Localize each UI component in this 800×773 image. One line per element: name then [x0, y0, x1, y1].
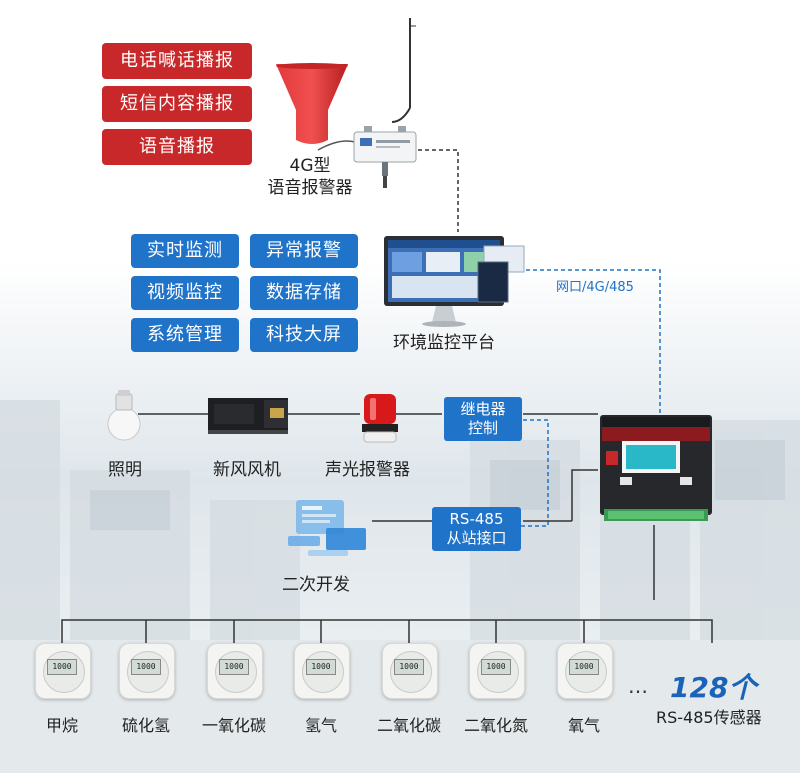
sensor-display: 1000 — [569, 659, 599, 675]
sensor-oxygen-icon: 1000 — [557, 643, 613, 699]
factory-background — [0, 400, 800, 773]
relay-line1: 继电器 — [460, 400, 506, 418]
sensor-display: 1000 — [219, 659, 249, 675]
feature-data-storage: 数据存储 — [250, 276, 358, 310]
sensor-display: 1000 — [306, 659, 336, 675]
sensor-display: 1000 — [481, 659, 511, 675]
feature-realtime-monitoring: 实时监测 — [131, 234, 239, 268]
sensor-carbon-dioxide-icon: 1000 — [382, 643, 438, 699]
ventilation-fan-icon — [208, 398, 288, 434]
sensor-label-methane: 甲烷 — [45, 716, 78, 735]
feature-alarm: 异常报警 — [250, 234, 358, 268]
device-label-lighting: 照明 — [108, 460, 142, 480]
feature-big-screen: 科技大屏 — [250, 318, 358, 352]
rs485-line2: 从站接口 — [446, 529, 507, 547]
alarm-device-label: 语音报警器 — [267, 178, 353, 198]
sensor-label-nitrogen-dioxide: 二氧化氮 — [463, 716, 528, 735]
voice-alarm-device-icon — [353, 126, 417, 188]
device-label-fan: 新风风机 — [213, 460, 281, 480]
light-bulb-icon — [107, 390, 141, 441]
feature-system-management: 系统管理 — [131, 318, 239, 352]
sensor-display: 1000 — [131, 659, 161, 675]
more-ellipsis: … — [628, 674, 651, 698]
strobe-alarm-icon — [362, 394, 398, 443]
sensor-carbon-monoxide-icon: 1000 — [207, 643, 263, 699]
sensor-count: 128个 — [670, 671, 757, 704]
broadcast-item-sms: 短信内容播报 — [102, 86, 252, 122]
secondary-development-label: 二次开发 — [282, 575, 350, 595]
alarm-device-type: 4G型 — [289, 156, 331, 176]
sensor-nitrogen-dioxide-icon: 1000 — [469, 643, 525, 699]
sensor-type-label: RS-485传感器 — [656, 708, 762, 727]
sensor-methane-icon: 1000 — [35, 643, 91, 699]
sensor-display: 1000 — [47, 659, 77, 675]
sensor-label-hydrogen: 氢气 — [304, 716, 337, 735]
sensor-hydrogen-icon: 1000 — [294, 643, 350, 699]
sensor-label-hydrogen-sulfide: 硫化氢 — [121, 716, 170, 735]
broadcast-item-voice: 语音播报 — [102, 129, 252, 165]
device-label-alarm: 声光报警器 — [325, 460, 410, 480]
sensor-label-carbon-dioxide: 二氧化碳 — [376, 716, 441, 735]
sensor-display: 1000 — [394, 659, 424, 675]
sensor-label-oxygen: 氧气 — [567, 716, 600, 735]
rs485-slave-interface-box: RS-485 从站接口 — [432, 507, 521, 551]
feature-video-monitoring: 视频监控 — [131, 276, 239, 310]
relay-control-box: 继电器 控制 — [444, 397, 522, 441]
rs485-line1: RS-485 — [449, 510, 504, 528]
horn-speaker-icon — [276, 63, 348, 144]
monitor-platform-icon — [384, 236, 525, 327]
sensor-hydrogen-sulfide-icon: 1000 — [119, 643, 175, 699]
sensor-label-carbon-monoxide: 一氧化碳 — [201, 716, 266, 735]
network-label: 网口/4G/485 — [556, 280, 634, 295]
broadcast-item-phone: 电话喊话播报 — [102, 43, 252, 79]
platform-label: 环境监控平台 — [393, 333, 495, 353]
secondary-development-icon — [288, 500, 366, 556]
relay-line2: 控制 — [467, 419, 498, 437]
data-collector-device-icon — [600, 415, 712, 521]
